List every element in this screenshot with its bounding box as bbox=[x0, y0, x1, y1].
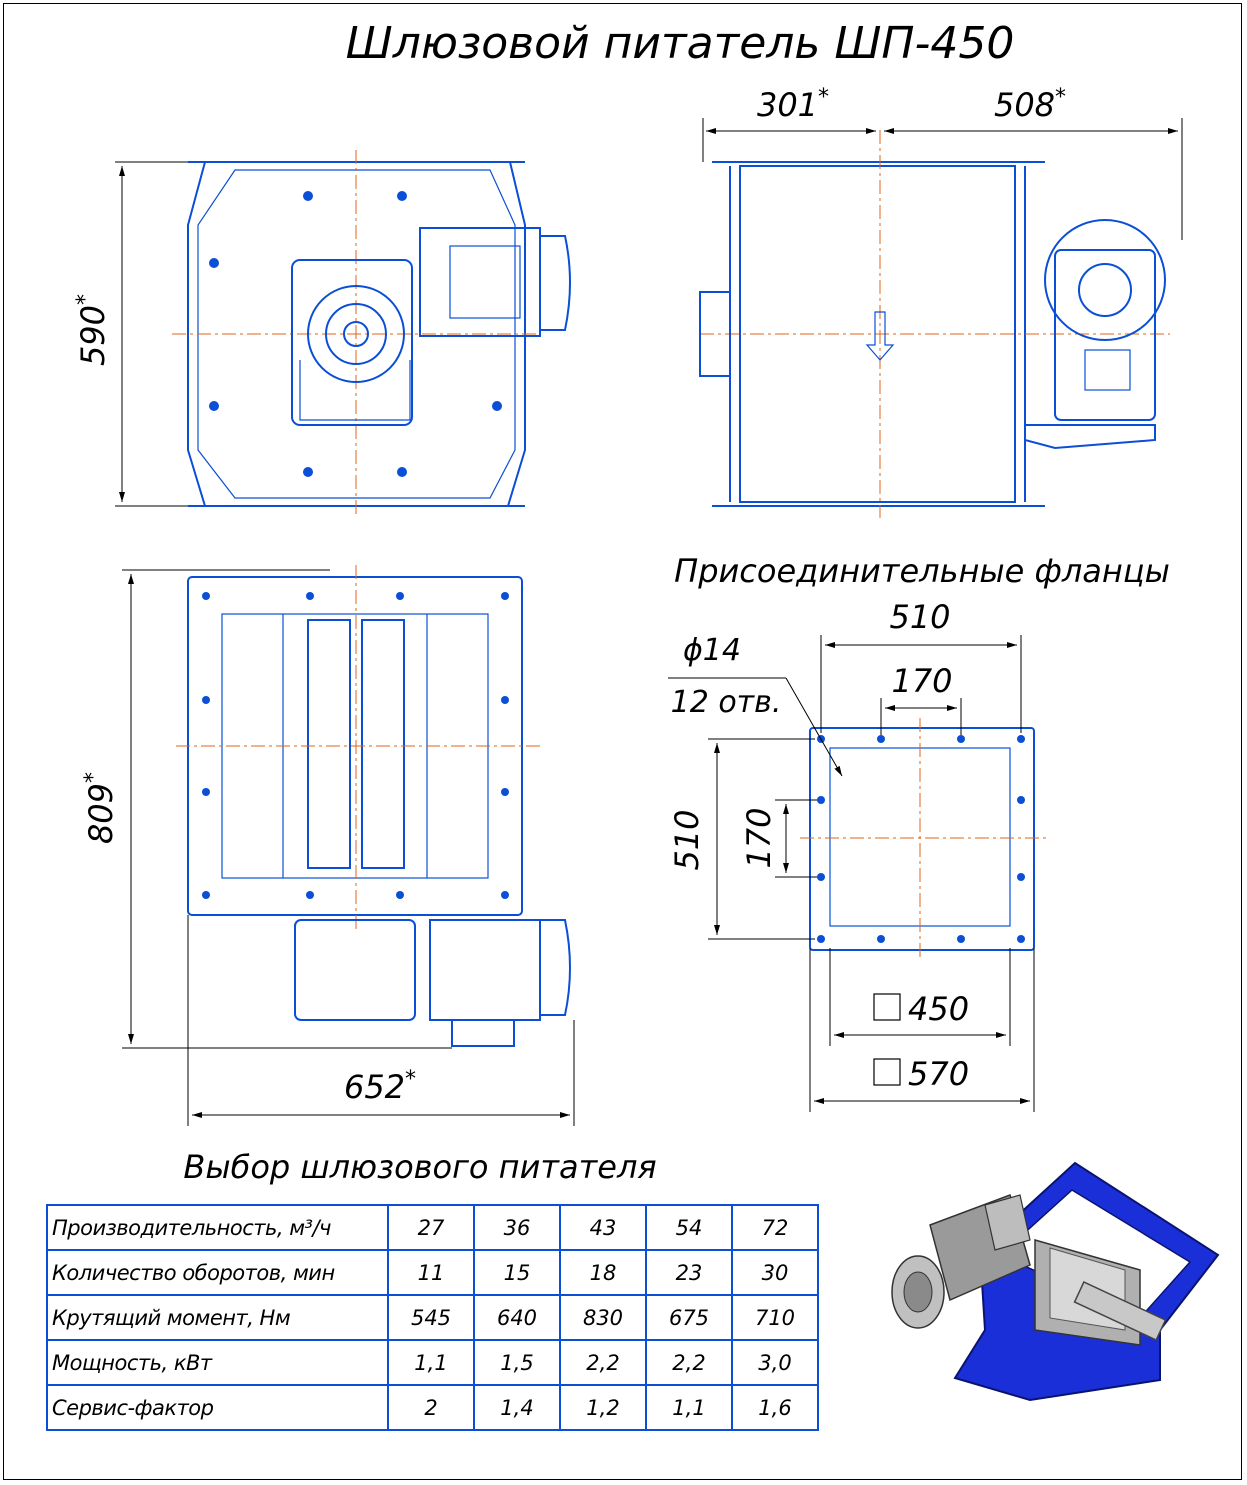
hole-diameter-label: ϕ14 bbox=[683, 633, 741, 668]
dim-flange-510-v: 510 bbox=[668, 809, 706, 870]
svg-text:590*: 590* bbox=[73, 294, 112, 366]
hole-count-label: 12 отв. bbox=[671, 685, 782, 720]
table-value-cell: 18 bbox=[559, 1249, 647, 1296]
table-value-cell: 15 bbox=[473, 1249, 561, 1296]
table-param-cell: Крутящий момент, Нм bbox=[46, 1294, 389, 1341]
table-title: Выбор шлюзового питателя bbox=[183, 1148, 656, 1186]
table-value-cell: 1,6 bbox=[731, 1384, 819, 1431]
table-value-cell: 36 bbox=[473, 1204, 561, 1251]
table-value-cell: 3,0 bbox=[731, 1339, 819, 1386]
square-symbol-450 bbox=[873, 993, 901, 1021]
table-value-cell: 27 bbox=[387, 1204, 475, 1251]
table-value-cell: 1,2 bbox=[559, 1384, 647, 1431]
sheet-border bbox=[3, 3, 1242, 1480]
table-param-cell: Количество оборотов, мин bbox=[46, 1249, 389, 1296]
dim-590: 590 bbox=[74, 305, 112, 366]
table-value-cell: 1,4 bbox=[473, 1384, 561, 1431]
dim-652: 652 bbox=[344, 1068, 405, 1106]
table-value-cell: 72 bbox=[731, 1204, 819, 1251]
table-value-cell: 30 bbox=[731, 1249, 819, 1296]
dim-809-asterisk: * bbox=[81, 772, 106, 783]
table-value-cell: 545 bbox=[387, 1294, 475, 1341]
svg-text:508*: 508* bbox=[994, 85, 1066, 124]
table-value-cell: 43 bbox=[559, 1204, 647, 1251]
dim-508: 508 bbox=[994, 86, 1055, 124]
dim-809: 809 bbox=[82, 783, 120, 844]
table-value-cell: 1,1 bbox=[387, 1339, 475, 1386]
table-value-cell: 675 bbox=[645, 1294, 733, 1341]
front-view: 590* bbox=[73, 150, 571, 518]
table-param-cell: Производительность, м³/ч bbox=[46, 1204, 389, 1251]
table-value-cell: 1,5 bbox=[473, 1339, 561, 1386]
table-value-cell: 2 bbox=[387, 1384, 475, 1431]
dim-flange-450: 450 bbox=[908, 990, 969, 1028]
svg-text:652*: 652* bbox=[344, 1067, 416, 1106]
table-value-cell: 830 bbox=[559, 1294, 647, 1341]
table-param-cell: Сервис-фактор bbox=[46, 1384, 389, 1431]
svg-text:301*: 301* bbox=[757, 85, 829, 124]
table-value-cell: 54 bbox=[645, 1204, 733, 1251]
dim-flange-570: 570 bbox=[908, 1055, 969, 1093]
dim-flange-170-v: 170 bbox=[740, 807, 778, 868]
svg-text:809*: 809* bbox=[81, 772, 120, 844]
dim-508-asterisk: * bbox=[1055, 85, 1066, 110]
table-value-cell: 710 bbox=[731, 1294, 819, 1341]
side-view: 301* 508* bbox=[699, 85, 1183, 518]
dim-301: 301 bbox=[757, 86, 818, 124]
drawing-title: Шлюзовой питатель ШП-450 bbox=[346, 18, 1015, 69]
dim-flange-510-h: 510 bbox=[889, 598, 950, 636]
table-param-cell: Мощность, кВт bbox=[46, 1339, 389, 1386]
feeder-3d-render bbox=[891, 1161, 1220, 1402]
flange-view: Присоединительные фланцы 510 bbox=[668, 552, 1170, 1112]
table-value-cell: 1,1 bbox=[645, 1384, 733, 1431]
dim-590-asterisk: * bbox=[73, 294, 98, 305]
table-value-cell: 640 bbox=[473, 1294, 561, 1341]
dim-flange-170-h: 170 bbox=[891, 662, 952, 700]
table-value-cell: 11 bbox=[387, 1249, 475, 1296]
table-value-cell: 2,2 bbox=[645, 1339, 733, 1386]
table-value-cell: 23 bbox=[645, 1249, 733, 1296]
square-symbol-570 bbox=[873, 1058, 901, 1086]
top-view: 809* 652* bbox=[81, 565, 575, 1126]
dim-652-asterisk: * bbox=[405, 1067, 416, 1092]
table-value-cell: 2,2 bbox=[559, 1339, 647, 1386]
flange-title: Присоединительные фланцы bbox=[674, 552, 1170, 590]
dim-301-asterisk: * bbox=[818, 85, 829, 110]
